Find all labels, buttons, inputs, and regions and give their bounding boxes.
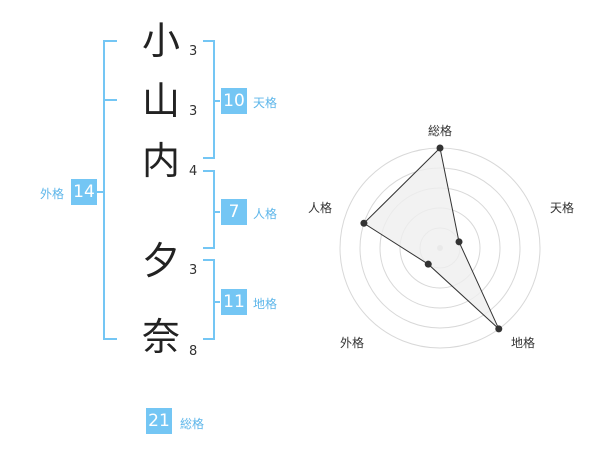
chikaku-badge: 11 [221, 289, 247, 315]
jinkaku-badge: 7 [221, 199, 247, 225]
radar-point-5 [360, 219, 368, 227]
name-char-3: 内 [141, 139, 180, 183]
radar-point-4 [424, 260, 432, 268]
name-char-1: 小 [141, 19, 180, 63]
name-char-2: 山 [141, 79, 180, 123]
tenkaku-bracket [203, 40, 215, 159]
jinkaku-label: 人格 [253, 207, 278, 221]
tenkaku-label: 天格 [253, 96, 278, 110]
radar-point-3 [495, 325, 503, 333]
tenkaku-badge: 10 [221, 88, 247, 114]
radar-label-soukaku: 総格 [428, 124, 453, 138]
radar-chart [339, 144, 541, 349]
gaikaku-label: 外格 [40, 187, 65, 201]
stroke-count-1: 3 [189, 44, 198, 59]
chikaku-label: 地格 [253, 297, 278, 311]
radar-point-2 [455, 238, 463, 246]
stroke-count-4: 3 [189, 263, 198, 278]
name-char-4: 夕 [141, 239, 180, 283]
radar-label-jinkaku: 人格 [308, 201, 333, 215]
radar-area [363, 146, 500, 330]
gaikaku-badge: 14 [71, 179, 97, 205]
gaikaku-bracket [103, 40, 117, 340]
radar-label-tenkaku: 天格 [550, 201, 575, 215]
radar-label-gaikaku: 外格 [340, 336, 365, 350]
soukaku-badge: 21 [146, 408, 172, 434]
stroke-count-3: 4 [189, 164, 198, 179]
stroke-count-2: 3 [189, 104, 198, 119]
jinkaku-bracket [203, 170, 215, 249]
stroke-count-5: 8 [189, 344, 198, 359]
radar-label-chikaku: 地格 [511, 336, 536, 350]
soukaku-label: 総格 [180, 417, 205, 431]
name-char-5: 奈 [141, 315, 180, 359]
chikaku-bracket [203, 259, 215, 340]
radar-point-1 [436, 144, 444, 152]
